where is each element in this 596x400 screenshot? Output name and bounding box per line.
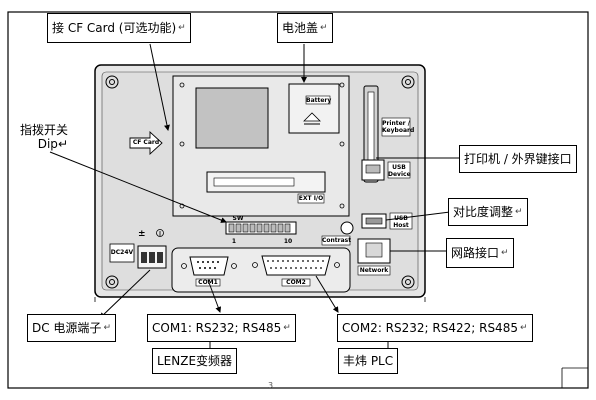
dc24v-label: DC24V <box>110 249 134 256</box>
ext-io-label: EXT I/O <box>298 195 324 202</box>
svg-text:±: ± <box>138 229 146 239</box>
return-mark: ↵ <box>57 137 68 151</box>
battery-cover <box>288 83 340 134</box>
return-mark: ↵ <box>501 248 509 258</box>
callout-network-text: 网路接口 <box>451 246 500 260</box>
com2-connector <box>261 255 331 276</box>
callout-dc-power: DC 电源端子 ↵ <box>27 314 116 342</box>
callout-dc-power-text: DC 电源端子 <box>32 321 102 335</box>
dip-left-label: 1 <box>231 238 237 245</box>
dip-sw-label: SW <box>232 215 244 222</box>
return-mark: ↵ <box>283 323 291 333</box>
ground-symbol <box>156 229 164 237</box>
callout-plc-text: 丰炜 PLC <box>343 354 394 368</box>
return-mark: ↵ <box>515 207 523 217</box>
callout-com1-text: COM1: RS232; RS485 <box>152 321 282 335</box>
panel-window <box>195 87 269 149</box>
battery-label: Battery <box>306 97 332 104</box>
callout-cf-card-text: 接 CF Card (可选功能) <box>52 21 177 35</box>
usb-device-label: USB Device <box>388 164 411 178</box>
page-frame <box>7 11 589 389</box>
callout-dip-line2: Dip <box>37 137 58 151</box>
printer-keyboard-label: Printer / Keyboard <box>382 120 415 134</box>
usb-host-label: USB Host <box>393 215 409 229</box>
callout-lenze: LENZE变频器 <box>152 348 238 374</box>
return-mark: ↵ <box>178 23 186 33</box>
callout-printer-keyboard: 打印机 / 外界键接口 <box>459 145 577 173</box>
callout-network: 网路接口 ↵ <box>446 238 514 268</box>
com1-connector <box>189 256 229 276</box>
network-label: Network <box>359 267 389 274</box>
callout-contrast: 对比度调整 ↵ <box>448 198 528 226</box>
callout-battery-cover: 电池盖 ↵ <box>277 13 333 43</box>
callout-battery-cover-text: 电池盖 <box>282 21 319 35</box>
eject-icon <box>303 112 321 122</box>
return-mark: ↵ <box>320 23 328 33</box>
contrast-knob <box>340 221 354 235</box>
page-number: 3 <box>268 381 274 390</box>
callout-plc: 丰炜 PLC <box>338 348 399 374</box>
callout-cf-card: 接 CF Card (可选功能) ↵ <box>47 13 191 43</box>
callout-dip-line1: 指拨开关 <box>19 123 68 137</box>
cf-card-label: CF Card <box>132 139 160 146</box>
com2-label: COM2 <box>286 279 306 286</box>
contrast-label: Contrast <box>322 237 352 244</box>
callout-dip-line2-row: Dip↵ <box>10 137 68 151</box>
callout-com2-text: COM2: RS232; RS422; RS485 <box>342 321 518 335</box>
com1-label: COM1 <box>198 279 218 286</box>
callout-contrast-text: 对比度调整 <box>453 205 514 219</box>
cf-card-arrow <box>129 130 163 156</box>
callout-dip-switch: 指拨开关 Dip↵ <box>10 123 68 151</box>
callout-com1: COM1: RS232; RS485 ↵ <box>147 314 296 342</box>
callout-lenze-text: LENZE变频器 <box>157 354 233 368</box>
callout-com2: COM2: RS232; RS422; RS485 ↵ <box>337 314 533 342</box>
corner-screws <box>105 75 415 289</box>
return-mark: ↵ <box>103 323 111 333</box>
return-mark: ↵ <box>519 323 528 333</box>
callout-printer-keyboard-text: 打印机 / 外界键接口 <box>464 152 572 166</box>
dip-right-label: 10 <box>283 238 293 245</box>
